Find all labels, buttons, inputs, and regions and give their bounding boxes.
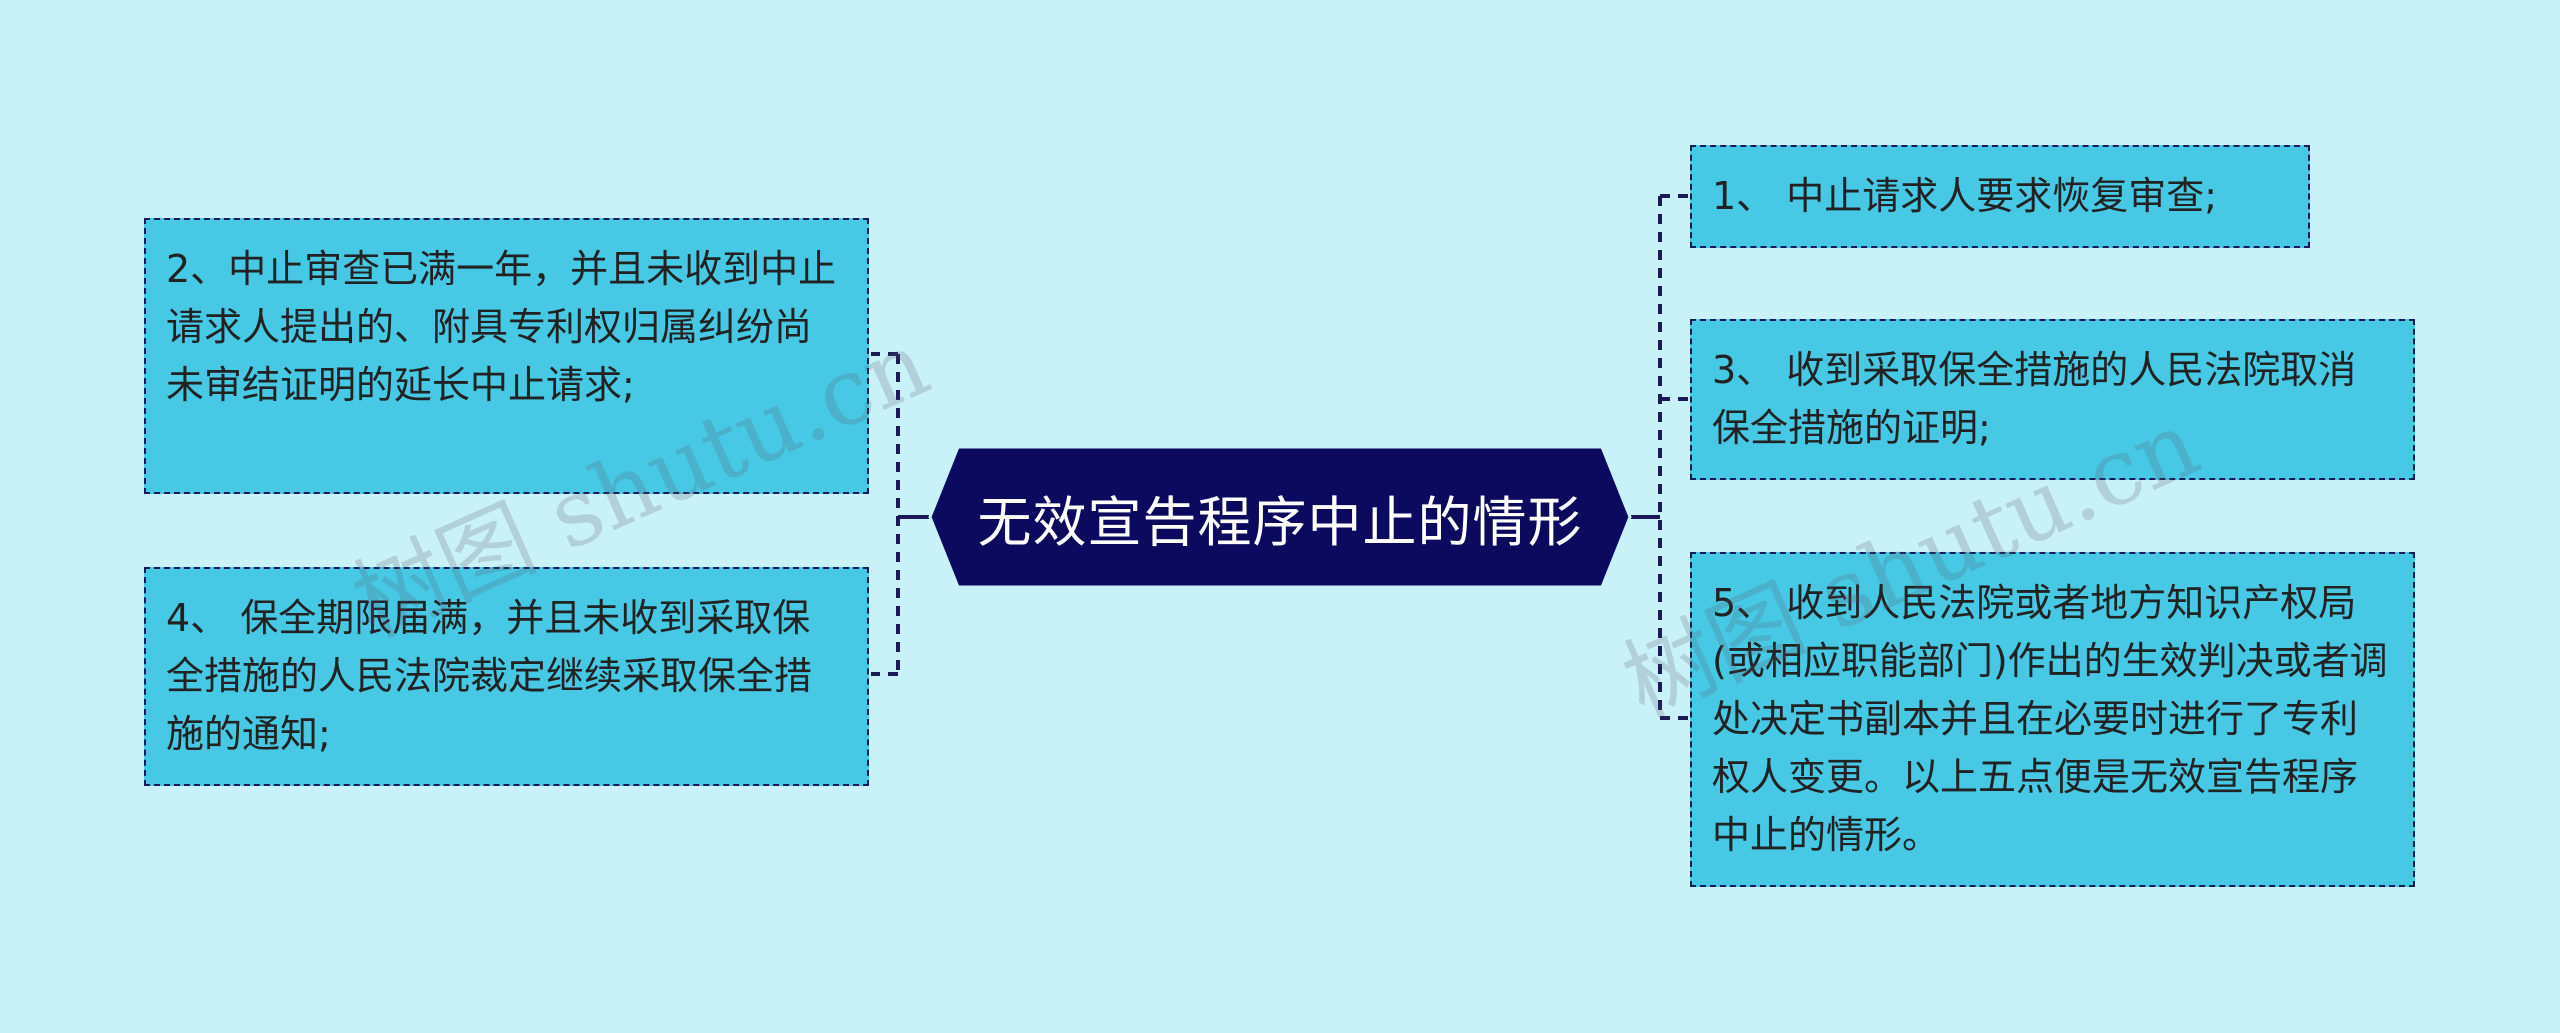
left-node-2[interactable]: 2、中止审查已满一年，并且未收到中止请求人提出的、附具专利权归属纠纷尚未审结证明… (144, 218, 869, 494)
right-node-5[interactable]: 5、 收到人民法院或者地方知识产权局(或相应职能部门)作出的生效判决或者调处决定… (1690, 552, 2415, 887)
node-label: 4、 保全期限届满，并且未收到采取保全措施的人民法院裁定继续采取保全措施的通知; (166, 596, 813, 756)
root-node-shape (928, 445, 1632, 589)
node-label: 2、中止审查已满一年，并且未收到中止请求人提出的、附具专利权归属纠纷尚未审结证明… (166, 247, 837, 407)
left-node-4[interactable]: 4、 保全期限届满，并且未收到采取保全措施的人民法院裁定继续采取保全措施的通知; (144, 567, 869, 786)
node-label: 3、 收到采取保全措施的人民法院取消保全措施的证明; (1712, 348, 2357, 450)
node-label: 5、 收到人民法院或者地方知识产权局(或相应职能部门)作出的生效判决或者调处决定… (1712, 581, 2388, 857)
right-node-1[interactable]: 1、 中止请求人要求恢复审查; (1690, 145, 2310, 248)
root-node-label[interactable]: 无效宣告程序中止的情形 (977, 490, 1583, 554)
node-label: 1、 中止请求人要求恢复审查; (1712, 174, 2218, 218)
right-node-3[interactable]: 3、 收到采取保全措施的人民法院取消保全措施的证明; (1690, 319, 2415, 480)
